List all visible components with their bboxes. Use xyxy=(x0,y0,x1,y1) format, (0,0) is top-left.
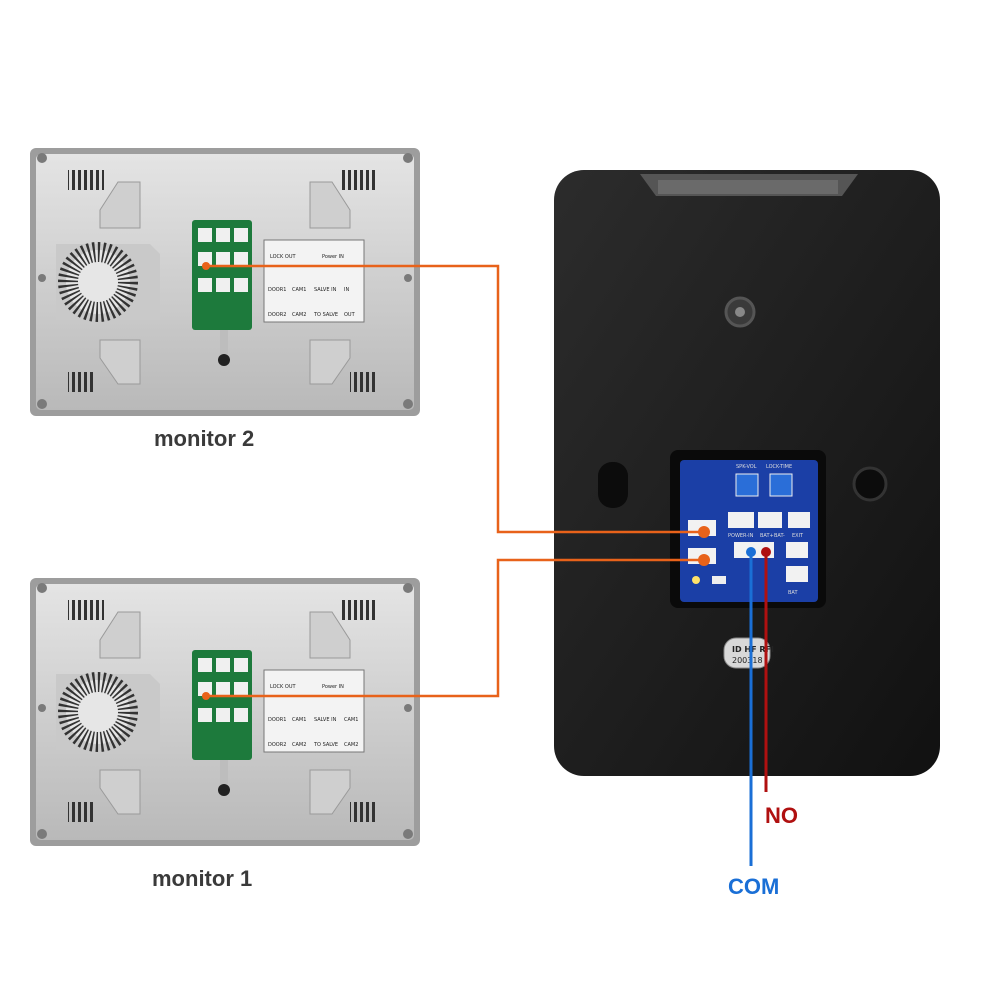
board-label: BAT+ xyxy=(760,533,774,539)
door-station: SPK-VOL LOCK-TIME POWER-IN BAT+ BAT- EXI… xyxy=(554,170,940,776)
no-label: NO xyxy=(765,803,798,828)
panel-text: IN xyxy=(344,287,349,293)
panel-text: DOOR1 xyxy=(268,287,286,293)
panel-text: CAM1 xyxy=(292,717,306,723)
panel-text: CAM1 xyxy=(344,717,358,723)
wire-node xyxy=(761,547,771,557)
panel-text: SALVE IN xyxy=(314,287,337,293)
board-label: BAT- xyxy=(774,533,785,539)
panel-text: TO SALVE xyxy=(313,742,338,748)
panel-text: OUT xyxy=(344,312,356,318)
panel-text: CAM2 xyxy=(292,312,306,318)
wire-node xyxy=(202,262,210,270)
wire-node xyxy=(698,554,710,566)
board-label: EXIT xyxy=(792,533,804,539)
monitor-2-caption: monitor 2 xyxy=(154,426,255,451)
panel-text: DOOR2 xyxy=(268,742,286,748)
wire-node xyxy=(746,547,756,557)
panel-text: LOCK OUT xyxy=(270,254,296,260)
wire-node xyxy=(698,526,710,538)
board-label: BAT xyxy=(788,590,798,596)
panel-text: Power IN xyxy=(322,254,344,260)
monitor-1: LOCK OUT Power IN DOOR1 CAM1 SALVE IN CA… xyxy=(30,578,420,846)
panel-text: DOOR2 xyxy=(268,312,286,318)
panel-text: TO SALVE xyxy=(313,312,338,318)
com-label: COM xyxy=(728,874,780,899)
board-label: LOCK-TIME xyxy=(766,464,792,470)
panel-text: CAM1 xyxy=(292,287,306,293)
panel-text: CAM2 xyxy=(344,742,358,748)
panel-text: CAM2 xyxy=(292,742,306,748)
plate-text: ID HF RFI xyxy=(732,645,774,654)
panel-text: Power IN xyxy=(322,684,344,690)
plate-text: 200318 xyxy=(732,656,763,665)
board-label: POWER-IN xyxy=(728,533,754,539)
panel-text: SALVE IN xyxy=(314,717,337,723)
monitor-2: LOCK OUT Power IN DOOR1 CAM1 SALVE IN IN… xyxy=(30,148,420,416)
board-label: SPK-VOL xyxy=(736,464,757,470)
wire-node xyxy=(202,692,210,700)
monitor-1-caption: monitor 1 xyxy=(152,866,253,891)
panel-text: DOOR1 xyxy=(268,717,286,723)
wire-monitor1-to-door xyxy=(206,558,702,698)
panel-text: LOCK OUT xyxy=(270,684,296,690)
wire-monitor2-to-door xyxy=(206,264,702,534)
wires xyxy=(202,262,771,866)
